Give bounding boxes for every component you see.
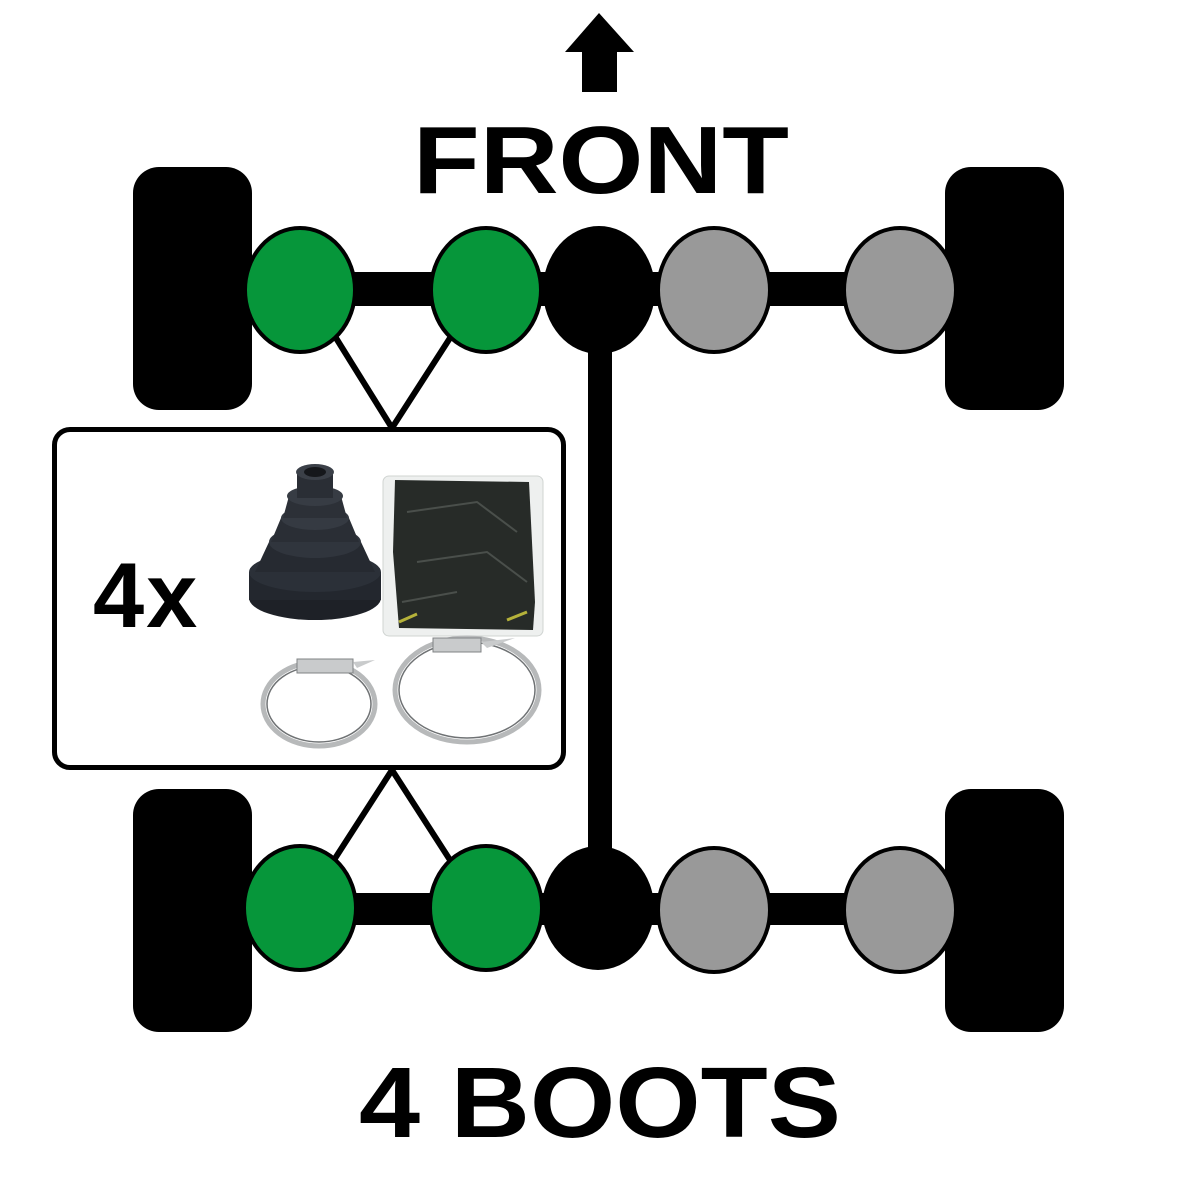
front-left-inner-boot (429, 226, 543, 354)
front-left-outer-boot (243, 226, 357, 354)
kit-items (249, 464, 544, 749)
drive-shaft (588, 330, 612, 870)
rear-left-outer-boot (242, 844, 358, 972)
rear-left-wheel (133, 789, 252, 1032)
front-connector-right (389, 336, 453, 430)
front-differential (543, 226, 655, 354)
front-connector-left (333, 336, 395, 430)
front-right-wheel (945, 167, 1064, 410)
up-arrow-icon (565, 13, 634, 92)
rear-axle (133, 768, 1064, 1032)
rear-differential (542, 846, 654, 970)
front-left-wheel (133, 167, 252, 410)
rear-right-wheel (945, 789, 1064, 1032)
large-clamp-icon (392, 635, 542, 745)
cv-boot-icon (249, 464, 381, 620)
small-clamp-icon (260, 658, 378, 749)
quantity-label: 4x (93, 545, 200, 647)
kit-contents-panel: 4x (52, 427, 566, 770)
rear-left-inner-boot (428, 844, 544, 972)
grease-pack-icon (382, 475, 544, 637)
rear-right-outer-boot (842, 846, 958, 974)
footer-label: 4 BOOTS (359, 1047, 841, 1159)
front-label: FRONT (413, 107, 789, 214)
rear-right-inner-boot (656, 846, 772, 974)
front-axle (133, 167, 1064, 430)
rear-connector-left (331, 768, 395, 862)
front-right-outer-boot (842, 226, 958, 354)
front-right-inner-boot (656, 226, 772, 354)
rear-connector-right (389, 768, 453, 862)
